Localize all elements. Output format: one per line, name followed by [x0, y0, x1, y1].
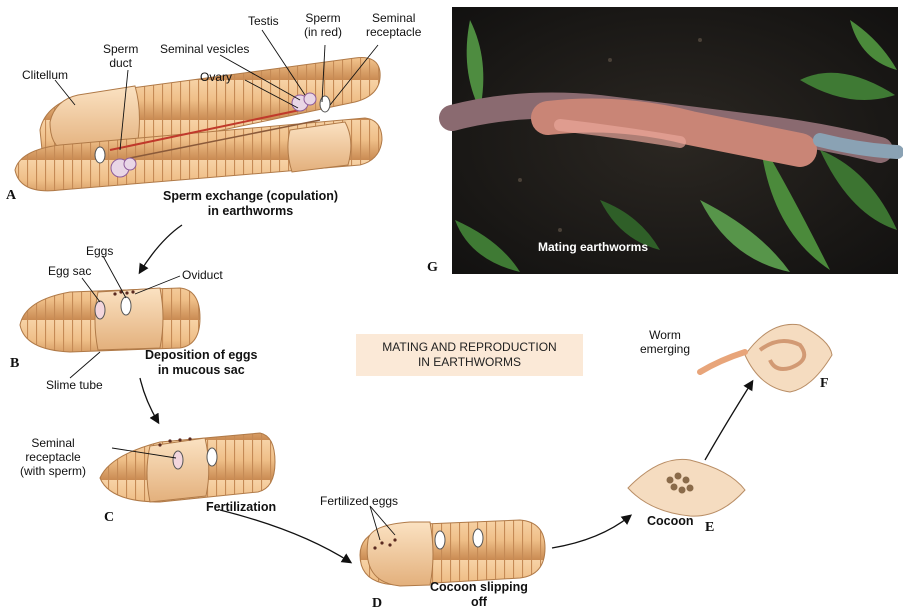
label-worm-emerging: Worm emerging — [640, 328, 690, 356]
panel-letter-a: A — [6, 188, 17, 203]
label-srws-line-2: receptacle — [25, 450, 81, 464]
label-seminal-receptacle: Seminal receptacle — [366, 11, 421, 39]
caption-b: Deposition of eggs in mucous sac — [145, 348, 258, 378]
caption-a-line-2: in earthworms — [207, 204, 294, 218]
worm-b — [19, 287, 201, 353]
label-ovary: Ovary — [200, 70, 233, 84]
label-sperm-duct: Sperm duct — [103, 42, 138, 70]
diagram-title: MATING AND REPRODUCTION IN EARTHWORMS — [356, 334, 583, 376]
caption-a: Sperm exchange (copulation) in earthworm… — [163, 189, 338, 219]
caption-b-line-1: Deposition of eggs — [145, 348, 258, 362]
label-sperm-duct-line-1: Sperm — [103, 42, 139, 56]
panel-letter-b: B — [10, 356, 20, 371]
label-egg-sac: Egg sac — [48, 264, 92, 278]
caption-d: Cocoon slipping off — [430, 580, 528, 610]
label-sperm-in-red-line-2: (in red) — [304, 25, 343, 39]
caption-e: Cocoon — [647, 514, 694, 529]
cocoon-e — [627, 458, 746, 517]
caption-c-line-1: Fertilization — [206, 500, 277, 514]
label-clitellum: Clitellum — [22, 68, 69, 82]
caption-e-line-1: Cocoon — [647, 514, 694, 528]
caption-b-line-2: in mucous sac — [157, 363, 245, 377]
label-srws-line-3: (with sperm) — [20, 464, 87, 478]
panel-letter-g: G — [427, 260, 438, 275]
label-oviduct: Oviduct — [182, 268, 223, 282]
panel-letter-e: E — [705, 520, 715, 535]
label-sperm-in-red-line-1: Sperm — [305, 11, 341, 25]
label-sperm-duct-line-2: duct — [109, 56, 133, 70]
arrow-c-to-d — [219, 509, 353, 564]
arrow-d-to-e — [551, 514, 633, 549]
label-fertilized-eggs: Fertilized eggs — [320, 494, 399, 508]
label-seminal-receptacle-line-1: Seminal — [372, 11, 416, 25]
label-testis: Testis — [248, 14, 279, 28]
panel-d-leaders — [369, 505, 396, 541]
panel-a-leaders — [54, 29, 379, 151]
title-line-1: MATING AND REPRODUCTION — [382, 340, 557, 354]
title-line-2: IN EARTHWORMS — [417, 355, 522, 369]
label-seminal-vesicles: Seminal vesicles — [160, 42, 250, 56]
label-slime-tube: Slime tube — [46, 378, 103, 392]
panel-letter-d: D — [372, 596, 383, 611]
label-eggs: Eggs — [86, 244, 114, 258]
caption-a-line-1: Sperm exchange (copulation) — [163, 189, 339, 203]
panel-letter-c: C — [104, 510, 115, 525]
label-worm-emerging-line-1: Worm — [649, 328, 681, 342]
caption-c: Fertilization — [206, 500, 276, 515]
label-seminal-receptacle-with-sperm: Seminal receptacle (with sperm) — [20, 436, 86, 478]
copulating-worms — [14, 57, 383, 192]
label-srws-line-1: Seminal — [31, 436, 75, 450]
panel-c-leaders — [111, 447, 177, 459]
panel-b-leaders — [69, 255, 181, 379]
worm-d — [359, 519, 546, 587]
label-seminal-receptacle-line-2: receptacle — [366, 25, 422, 39]
caption-g: Mating earthworms — [538, 240, 649, 254]
worm-c — [99, 432, 276, 503]
arrow-e-to-f — [704, 379, 754, 461]
label-sperm-in-red: Sperm (in red) — [304, 11, 342, 39]
panel-letter-f: F — [820, 376, 829, 391]
cocoon-f — [697, 323, 833, 393]
mating-earthworms-photo — [439, 7, 903, 274]
arrow-a-to-b — [138, 224, 183, 275]
label-worm-emerging-line-2: emerging — [640, 342, 691, 356]
arrow-b-to-c — [139, 377, 160, 425]
caption-d-line-2: off — [470, 595, 487, 609]
caption-d-line-1: Cocoon slipping — [430, 580, 528, 594]
